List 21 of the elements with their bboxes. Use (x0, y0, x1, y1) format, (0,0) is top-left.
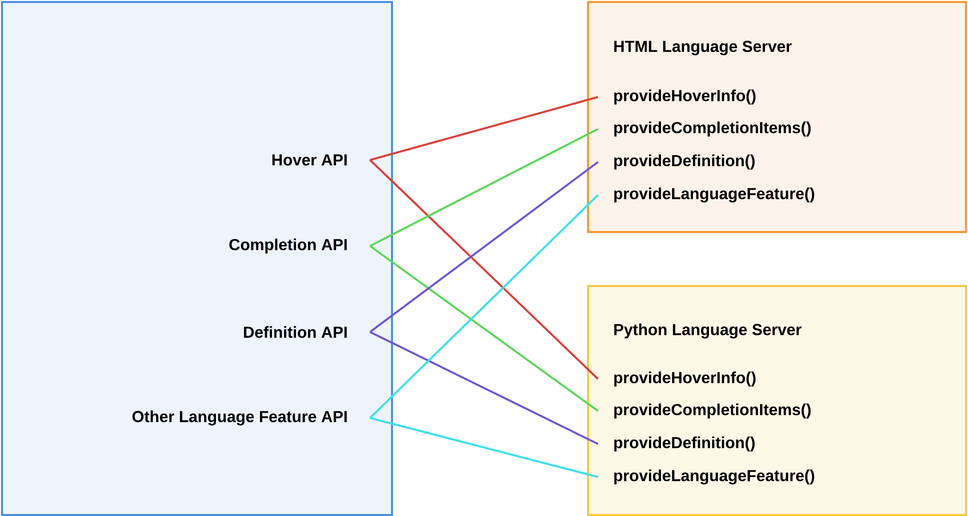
method-label: provideLanguageFeature() (614, 188, 814, 202)
connector-line (370, 96, 598, 161)
api-label: Hover API (272, 154, 347, 166)
api-label: Completion API (229, 238, 347, 254)
method-label: provideLanguageFeature() (614, 470, 814, 484)
connector-line (369, 161, 599, 333)
connector-line (370, 417, 598, 478)
connector-line (370, 331, 598, 445)
client-panel (1, 1, 393, 516)
method-label: provideDefinition() (614, 154, 755, 170)
api-label: Definition API (244, 326, 347, 338)
method-label: provideCompletionItems() (614, 122, 811, 136)
connector-line (369, 194, 599, 419)
api-label: Other Language Feature API (132, 410, 347, 426)
connector-line (370, 128, 598, 247)
connector-line (369, 245, 599, 412)
method-label: provideHoverInfo() (614, 372, 756, 386)
connector-line (369, 159, 599, 380)
method-label: provideDefinition() (614, 436, 755, 452)
method-label: provideCompletionItems() (614, 404, 811, 418)
method-label: provideHoverInfo() (614, 90, 756, 104)
